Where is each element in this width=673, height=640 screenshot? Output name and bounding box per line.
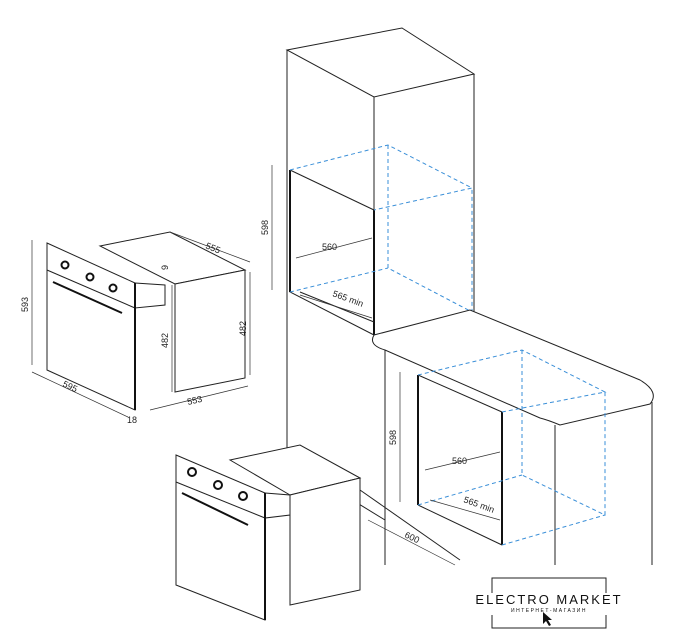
knob-icon — [85, 272, 95, 282]
knob-icon — [187, 467, 197, 477]
knob-icon — [60, 260, 70, 270]
dim-panel-offset: 9 — [160, 265, 170, 270]
tall-cabinet — [285, 27, 476, 460]
niche-lower-height: 598 — [388, 430, 398, 445]
knob-icon — [213, 480, 223, 490]
dim-body-height-front: 482 — [160, 333, 170, 348]
knob-icon — [238, 491, 248, 501]
counter-depth: 600 — [403, 530, 421, 545]
dim-height: 593 — [20, 297, 30, 312]
oven-dimension-view — [31, 231, 251, 418]
knob-icon — [108, 283, 118, 293]
niche-lower-width: 560 — [452, 456, 467, 466]
electro-market-logo: ELECTRO MARKET ИНТЕРНЕТ-МАГАЗИН — [475, 577, 622, 629]
oven-install-view — [175, 444, 362, 621]
dim-depth-body: 553 — [186, 394, 203, 407]
oven-handle — [52, 281, 123, 314]
niche-upper-height: 598 — [260, 220, 270, 235]
cursor-icon — [543, 612, 552, 626]
dim-door-thickness: 18 — [127, 415, 137, 425]
niche-upper-width: 560 — [322, 242, 337, 252]
oven-handle — [181, 492, 249, 526]
logo-title: ELECTRO MARKET — [475, 592, 622, 607]
logo-subtitle: ИНТЕРНЕТ-МАГАЗИН — [511, 608, 587, 614]
niche-lower-depth: 565 min — [462, 494, 496, 514]
dim-body-height-rear: 482 — [238, 321, 248, 336]
niche-upper-depth: 565 min — [331, 288, 365, 308]
